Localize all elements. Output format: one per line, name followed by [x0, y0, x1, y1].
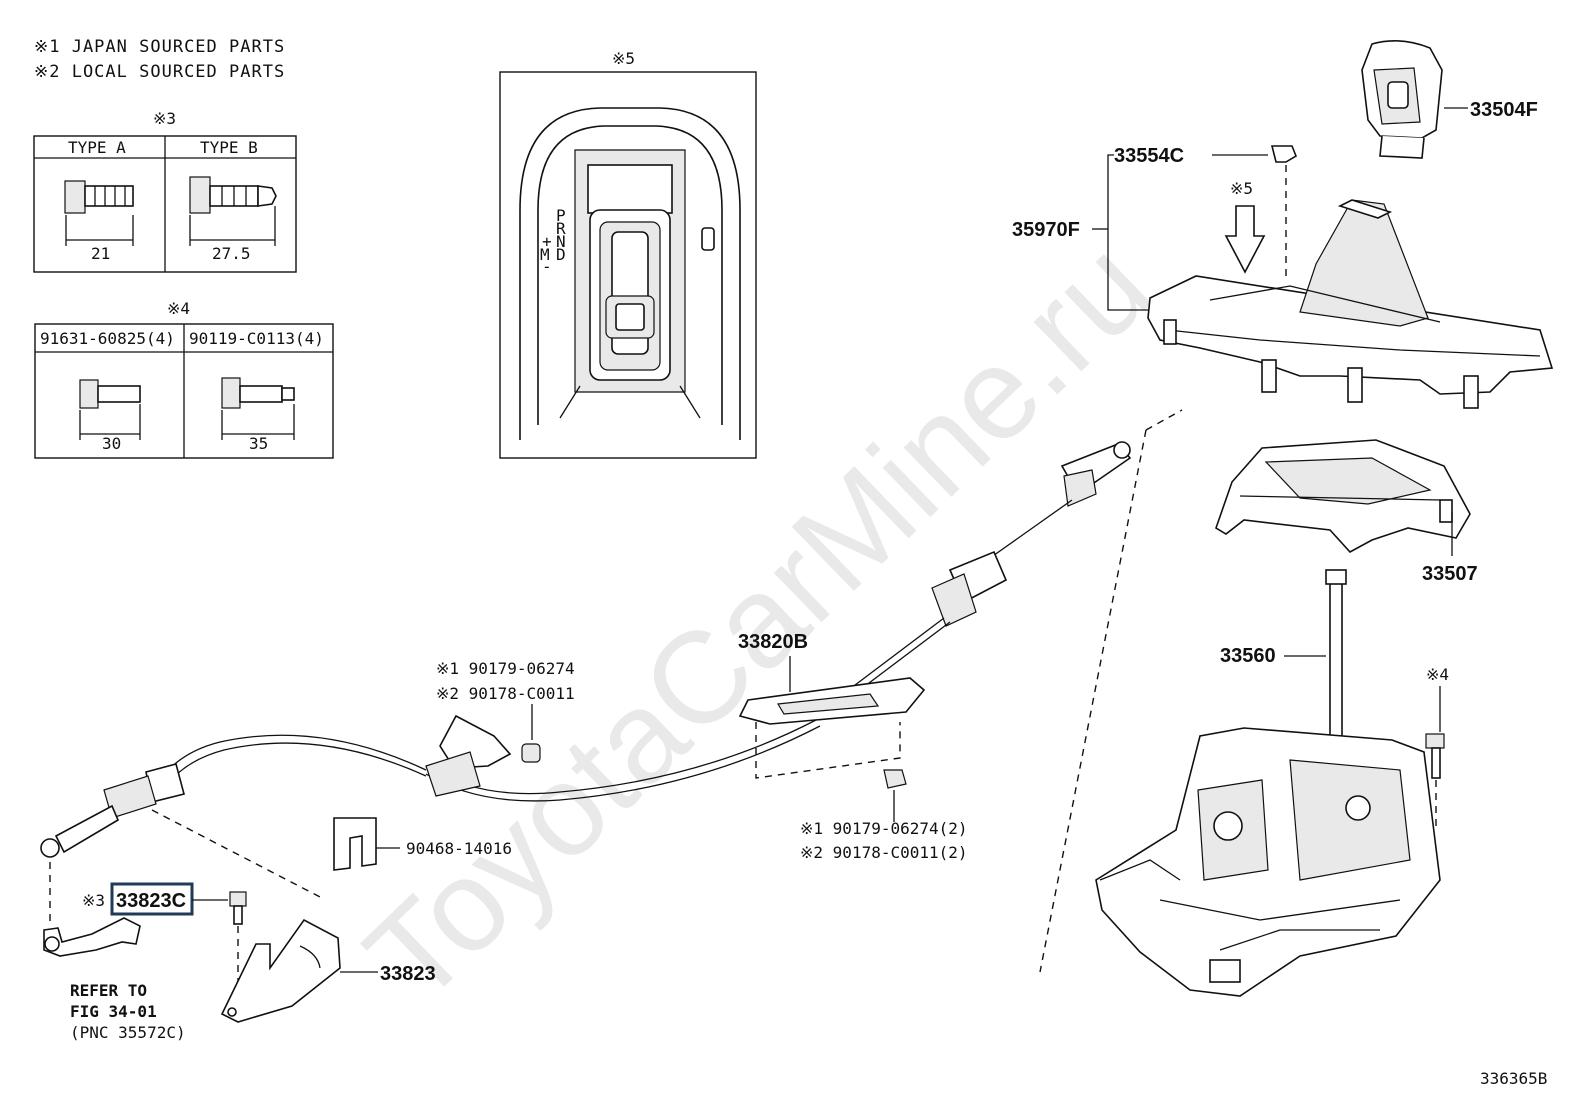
callout-nut-bot-1: ※1 90179-06274(2) — [800, 819, 968, 838]
gear-m: M — [540, 245, 550, 264]
legend-japan: ※1 JAPAN SOURCED PARTS — [34, 37, 285, 57]
callout-lever: 33560 — [1220, 645, 1276, 667]
callout-knob: 33504F — [1470, 99, 1538, 121]
gear-minus: - — [542, 257, 552, 276]
type-b-header: TYPE B — [200, 138, 258, 157]
callout-arrow-mark: ※5 — [1230, 179, 1253, 198]
table4-dim-a: 30 — [102, 434, 121, 453]
shift-panel-inset: ※5 P R N + M D - — [499, 49, 757, 459]
callout-housing: 33507 — [1422, 563, 1478, 585]
callout-bezel: 35970F — [1012, 219, 1080, 241]
inset5-mark: ※5 — [612, 49, 635, 68]
legend-local: ※2 LOCAL SOURCED PARTS — [34, 62, 285, 82]
type-a-header: TYPE A — [68, 138, 126, 157]
callout-bolt-mark: ※4 — [1426, 665, 1449, 684]
flange-bolt-35-icon — [221, 377, 295, 409]
gear-plus: + — [542, 232, 552, 251]
callout-nut-top-1: ※1 90179-06274 — [436, 659, 575, 678]
bracket-bolt: ※3 33823C — [82, 882, 247, 996]
transmission-lever-reference: REFER TO FIG 34-01 (PNC 35572C) — [43, 917, 186, 1042]
cable-bracket-nut: ※1 90179-06274 ※2 90178-C0011 — [425, 659, 575, 797]
bolt-part-table: ※4 91631-60825(4) 90119-C0113(4) 30 35 — [34, 299, 334, 459]
callout-bolt-highlight-mark: ※3 — [82, 891, 105, 910]
gear-p: P — [556, 206, 566, 225]
callout-bolt-highlight: 33823C — [116, 890, 186, 912]
callout-nut-top-2: ※2 90178-C0011 — [436, 684, 575, 703]
cable-retaining-clip: 90468-14016 — [333, 817, 512, 871]
shift-cable: 33820B — [40, 441, 1132, 924]
lever-bolt: ※4 — [1425, 665, 1449, 830]
callout-clip: 33554C — [1114, 145, 1184, 167]
type-b-bolt-icon — [189, 176, 277, 214]
callout-cable: 33820B — [738, 631, 808, 653]
type-a-dim: 21 — [91, 244, 110, 263]
table4-dim-b: 35 — [249, 434, 268, 453]
table3-mark: ※3 — [153, 109, 176, 128]
gear-d: D — [556, 245, 566, 264]
flange-bolt-30-icon — [79, 379, 141, 409]
gear-n: N — [556, 232, 566, 251]
table4-part-b: 90119-C0113(4) — [189, 329, 324, 348]
shift-lever-assembly: 33560 — [1039, 409, 1441, 997]
callout-bracket: 33823 — [380, 963, 436, 985]
callout-nut-bot-2: ※2 90178-C0011(2) — [800, 843, 968, 862]
table4-mark: ※4 — [167, 299, 190, 318]
type-b-dim: 27.5 — [212, 244, 251, 263]
bolt-type-table: ※3 TYPE A TYPE B 21 27. — [33, 109, 297, 273]
callout-clip-lower: 90468-14016 — [406, 839, 512, 858]
shift-bezel: 33554C 35970F ※5 — [1012, 145, 1554, 409]
refer-line-3: (PNC 35572C) — [70, 1023, 186, 1042]
cable-bracket-nuts: ※1 90179-06274(2) ※2 90178-C0011(2) — [800, 769, 968, 862]
shift-knob: 33504F — [1361, 40, 1538, 159]
figure-id: 336365B — [1480, 1069, 1547, 1088]
refer-line-1: REFER TO — [70, 981, 147, 1000]
cable-bracket: 33823 — [220, 918, 436, 1023]
selector-housing: 33507 — [1215, 439, 1478, 585]
type-a-bolt-icon — [64, 180, 134, 214]
refer-line-2: FIG 34-01 — [70, 1002, 157, 1021]
gear-r: R — [556, 219, 566, 238]
highlight-box — [110, 882, 194, 916]
watermark: ToyotaCarMine.ru — [338, 212, 1177, 1030]
table4-part-a: 91631-60825(4) — [40, 329, 175, 348]
